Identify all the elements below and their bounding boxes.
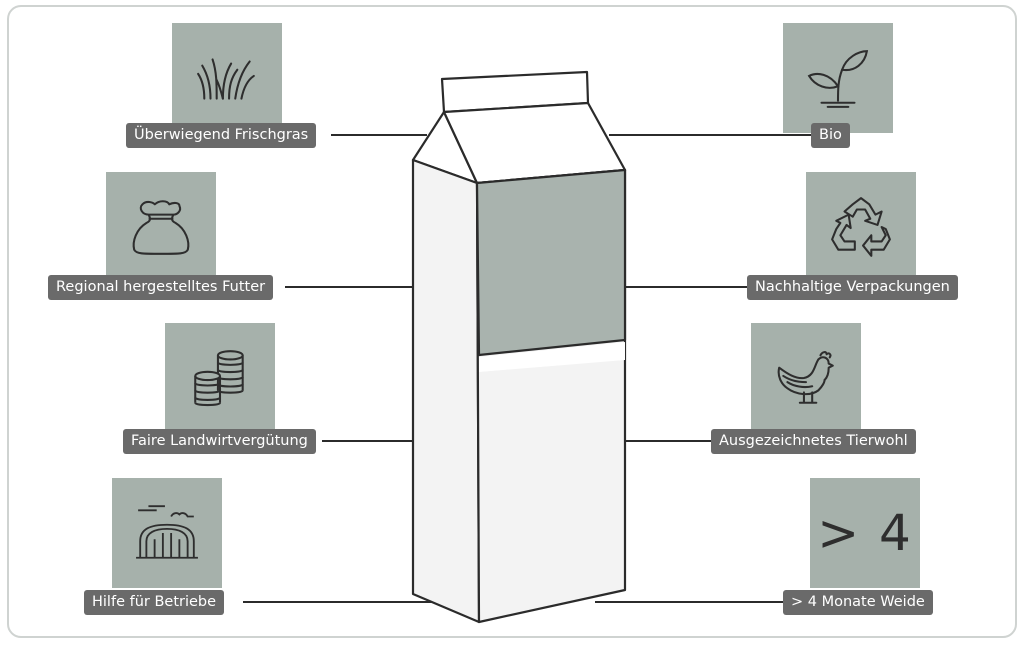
tile-farm-help <box>112 478 222 588</box>
recycle-icon <box>831 197 891 257</box>
carton-front-panel <box>475 168 627 357</box>
label-fresh-grass: Überwiegend Frischgras <box>126 123 317 148</box>
tile-bio <box>783 23 893 133</box>
pasture-months-number: > 4 <box>817 504 913 562</box>
tile-packaging <box>806 172 916 282</box>
label-regional-feed: Regional hergestelltes Futter <box>48 275 274 300</box>
feed-sack-icon <box>132 200 190 255</box>
tile-fresh-grass <box>172 23 282 133</box>
label-bio: Bio <box>811 123 850 148</box>
tile-fair-pay <box>165 323 275 433</box>
label-pasture-months: > 4 Monate Weide <box>783 590 933 615</box>
chicken-icon <box>777 351 834 404</box>
label-fair-pay: Faire Landwirtvergütung <box>123 429 316 454</box>
carton-gable <box>442 101 627 185</box>
label-animal-welfare: Ausgezeichnetes Tierwohl <box>711 429 916 454</box>
greenhouse-icon <box>136 505 198 559</box>
milk-carton-illustration <box>411 70 627 624</box>
coins-icon <box>194 350 244 407</box>
grass-icon <box>197 58 255 100</box>
seedling-icon <box>807 50 869 108</box>
carton-left-side <box>411 158 481 624</box>
label-farm-help: Hilfe für Betriebe <box>84 590 225 615</box>
tile-regional-feed <box>106 172 216 282</box>
tile-pasture-months: > 4 <box>810 478 920 588</box>
tile-animal-welfare <box>751 323 861 433</box>
label-packaging: Nachhaltige Verpackungen <box>747 275 958 300</box>
carton-highlight <box>479 342 625 372</box>
